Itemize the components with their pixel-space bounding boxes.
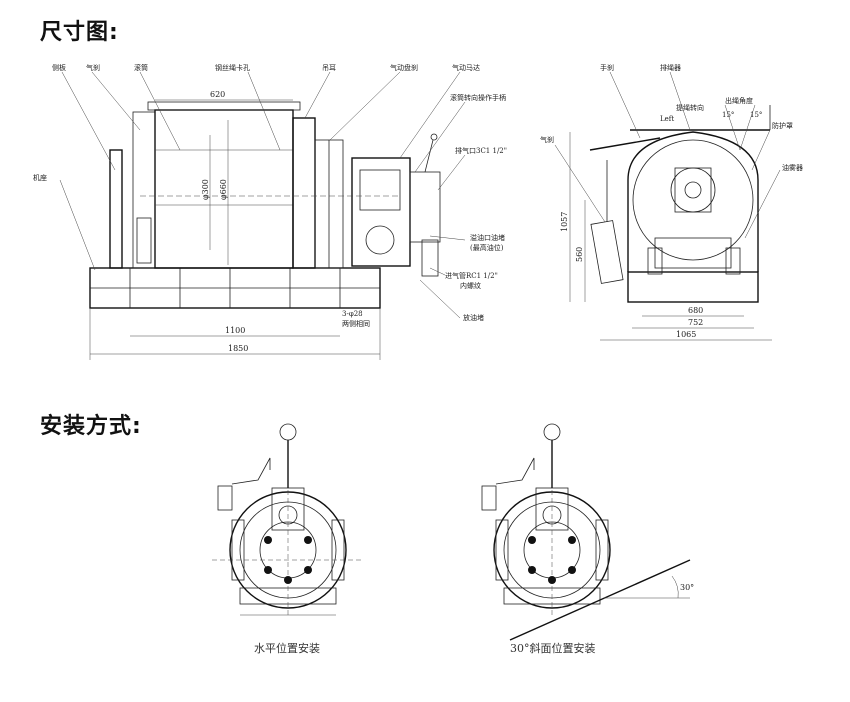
dim-span: 1100: [225, 326, 245, 335]
label-air-clutch: 气动盘刹: [390, 63, 418, 72]
label-left: Left: [660, 115, 674, 123]
label-inlet: 进气管RC1 1/2": [445, 271, 498, 280]
brake-cylinder: [590, 220, 624, 284]
label-base: 机座: [33, 173, 47, 182]
dim-drum-length: 620: [210, 90, 225, 99]
dim-total: 1850: [228, 344, 248, 353]
label-bolts: 3-φ28: [342, 310, 363, 318]
label-drain: 放油堵: [463, 313, 484, 322]
label-deg-a: 15°: [722, 111, 734, 119]
angle-label: 30°: [680, 583, 694, 592]
label-lifting-ear: 吊耳: [322, 64, 336, 72]
dim-d2: φ660: [219, 179, 228, 200]
front-view: 620 φ300 φ660 1100 1850 侧板 气刹 滚筒 钢丝绳卡孔 吊…: [33, 63, 507, 360]
lubricator-front: [421, 239, 439, 277]
label-brake: 气刹: [86, 63, 100, 72]
dim-height-2: 560: [575, 247, 584, 262]
dim-d1: φ300: [201, 179, 210, 200]
label-side-plate: 侧板: [52, 63, 66, 72]
control-valve: [409, 171, 441, 243]
dim-width-2: 752: [688, 318, 703, 327]
hand-brake-lever: [589, 137, 661, 151]
side-view: 1057 560 680 752 1065 手刹 排绳器 提绳转向 出绳角度 L…: [540, 63, 803, 341]
label-bolts-sub: 两侧相同: [342, 319, 370, 328]
label-exhaust: 排气口3C1 1/2": [455, 146, 507, 155]
inclined-plane: [509, 559, 691, 641]
label-oil-fill-sub: (最高油位): [470, 243, 504, 252]
label-side-brake: 气刹: [540, 135, 554, 144]
label-control-handle: 滚筒转向操作手柄: [450, 93, 506, 102]
dimensions-heading: 尺寸图:: [40, 20, 119, 45]
brake-block: [132, 111, 156, 269]
label-rope-hole: 钢丝绳卡孔: [215, 63, 250, 72]
horizontal-install: 水平位置安装: [212, 423, 364, 655]
label-angle: 出绳角度: [725, 96, 753, 105]
label-inlet-sub: 内螺纹: [460, 281, 481, 290]
drum-flange: [292, 117, 316, 269]
label-deg-b: 15°: [750, 111, 762, 119]
label-air-motor: 气动马达: [452, 63, 480, 72]
label-oil-fill: 溢油口油堵: [470, 233, 505, 242]
side-plate-left: [109, 149, 123, 269]
caption-horizontal: 水平位置安装: [254, 641, 320, 655]
air-motor: [351, 157, 411, 267]
installation-heading: 安装方式:: [40, 414, 142, 439]
dim-width-3: 1065: [676, 330, 696, 339]
inclined-install: 30° 30°斜面位置安装: [481, 423, 694, 655]
side-base: [627, 271, 759, 303]
label-spooler: 排绳器: [660, 63, 681, 72]
side-housing: [627, 131, 759, 272]
dim-height-1: 1057: [560, 212, 569, 232]
label-drum: 滚筒: [134, 63, 148, 72]
label-guard: 防护罩: [772, 121, 793, 130]
label-lift-turn: 提绳转向: [676, 103, 704, 112]
dim-width-1: 680: [688, 306, 703, 315]
label-lubricator: 油雾器: [782, 163, 803, 172]
caption-inclined: 30°斜面位置安装: [510, 641, 596, 655]
side-drum-circle: [632, 139, 754, 261]
label-hand-brake: 手刹: [600, 63, 614, 72]
